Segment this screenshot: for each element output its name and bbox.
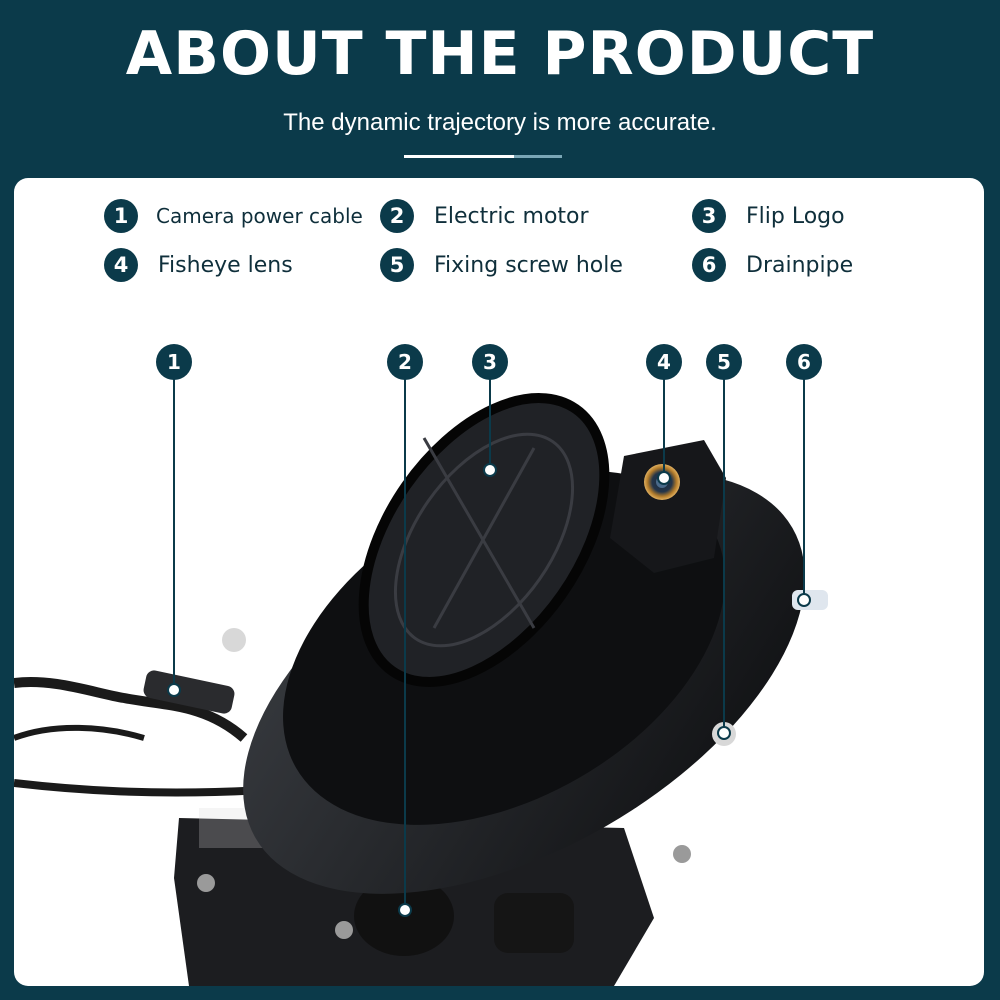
legend-label: Camera power cable [156,204,363,228]
legend-label: Flip Logo [746,203,845,229]
legend-item-electric-motor: 2 Electric motor [380,196,589,236]
camera-module [610,440,726,573]
screw-icon [197,874,215,892]
callout-5: 5 [706,344,742,380]
cable-strand [14,724,145,741]
leader-dot [483,463,497,477]
callout-4: 4 [646,344,682,380]
legend-item-fixing-screw-hole: 5 Fixing screw hole [380,245,623,285]
leader-dot [797,593,811,607]
legend-label: Electric motor [434,203,589,229]
legend-number: 4 [104,248,138,282]
logo-pattern [422,437,536,629]
legend-label: Fixing screw hole [434,252,623,278]
legend-number: 6 [692,248,726,282]
cable-strand [14,779,265,797]
legend-item-camera-power-cable: 1 Camera power cable [104,196,363,236]
legend-number: 2 [380,199,414,233]
power-cable [14,677,248,742]
legend-item-flip-logo: 3 Flip Logo [692,196,845,236]
legend-number: 5 [380,248,414,282]
callout-1: 1 [156,344,192,380]
flip-camera-illustration [14,378,828,986]
product-panel: 1 Camera power cable 2 Electric motor 3 … [14,178,984,986]
motor-block [494,893,574,953]
cable-connector [143,670,235,714]
title-divider [404,155,562,158]
legend-label: Fisheye lens [158,252,293,278]
callout-6: 6 [786,344,822,380]
legend-item-fisheye-lens: 4 Fisheye lens [104,245,293,285]
legend-number: 3 [692,199,726,233]
screw-hole-icon [222,628,246,652]
leader-dot [657,471,671,485]
flip-logo-ring [393,432,575,648]
legend-item-drainpipe: 6 Drainpipe [692,245,853,285]
callout-3: 3 [472,344,508,380]
page-title: ABOUT THE PRODUCT [125,19,875,89]
leader-dot [717,726,731,740]
screw-icon [673,845,691,863]
screw-icon [335,921,353,939]
legend-number: 1 [104,199,138,233]
leader-dot [398,903,412,917]
legend-label: Drainpipe [746,252,854,278]
divider-accent [514,155,562,158]
callout-2: 2 [387,344,423,380]
leader-dot [167,683,181,697]
page-subtitle: The dynamic trajectory is more accurate. [283,109,717,136]
